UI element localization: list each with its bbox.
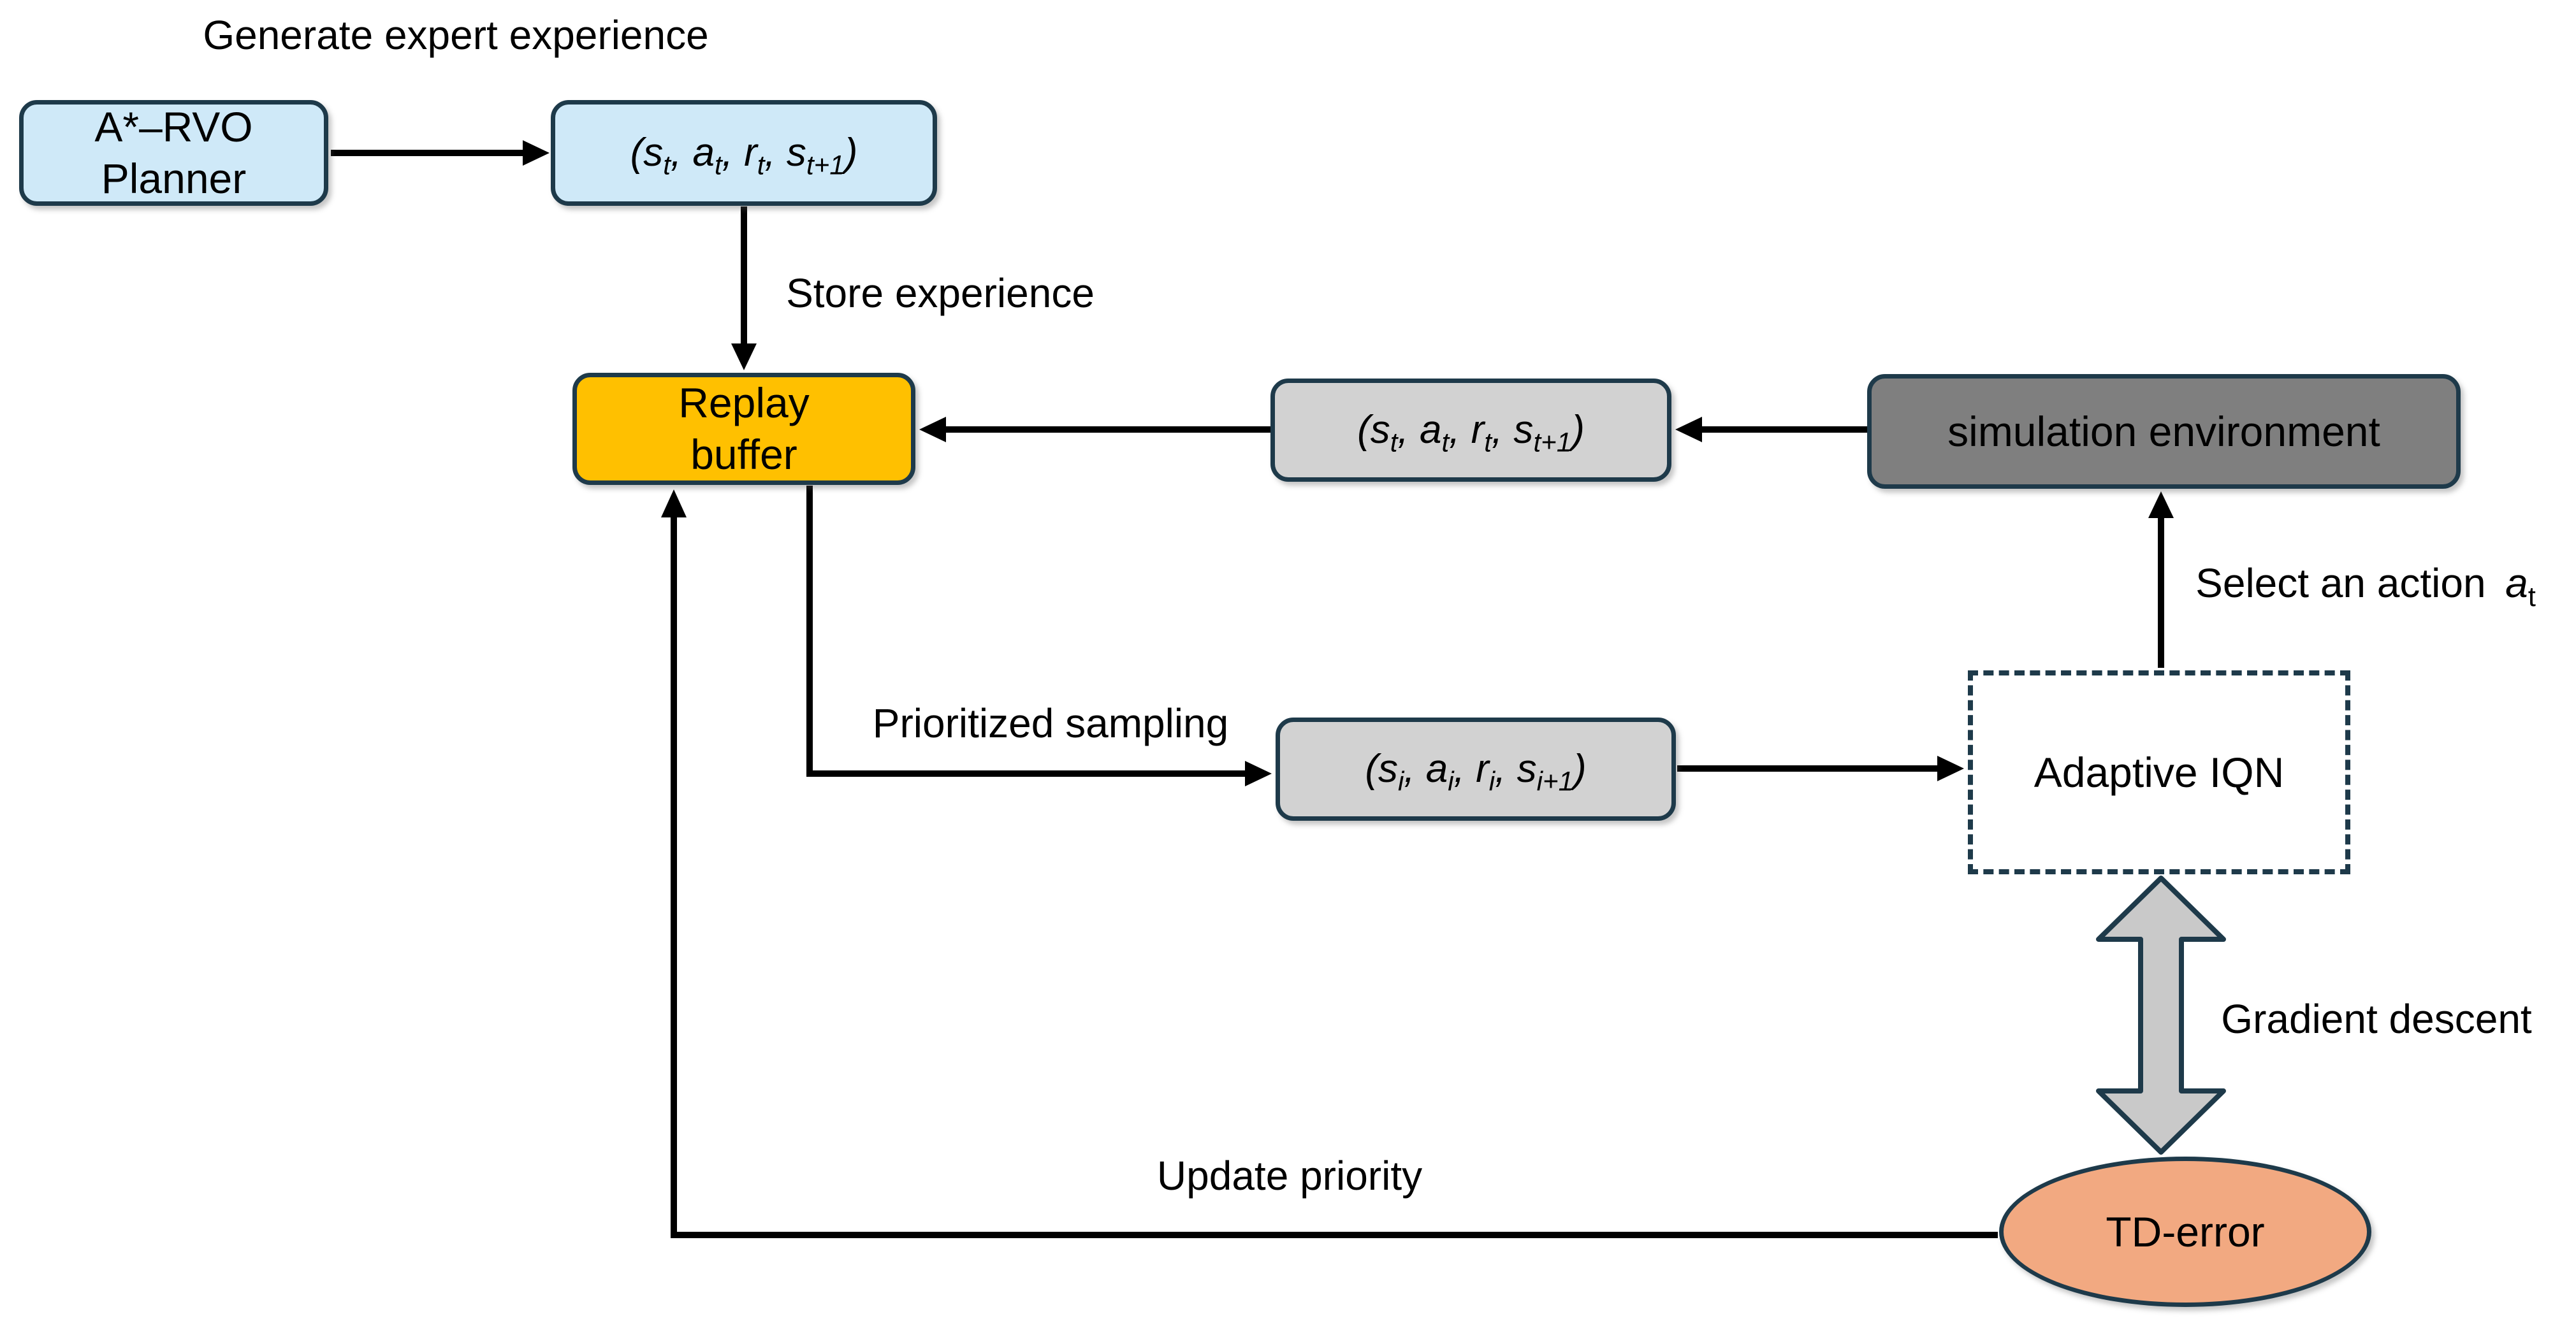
expert-tuple-box: (st, at, rt, st+1) <box>551 100 937 206</box>
td-error-ellipse: TD-error <box>1999 1157 2371 1307</box>
adaptive-iqn-box: Adaptive IQN <box>1968 670 2350 874</box>
double-arrow-gradient-descent <box>2096 876 2226 1155</box>
gradient-descent-label: Gradient descent <box>2221 996 2532 1042</box>
arrow-update-priority <box>661 489 1998 1238</box>
simulation-environment-text: simulation environment <box>1947 407 2380 455</box>
replay-line1: Replay <box>678 379 810 427</box>
simulation-environment-box: simulation environment <box>1867 374 2461 489</box>
select-action-var: a <box>2505 560 2528 606</box>
select-action-text: Select an action <box>2195 560 2486 606</box>
generate-expert-experience-label: Generate expert experience <box>203 12 709 58</box>
expert-tuple-text: (st, at, rt, st+1) <box>630 131 858 180</box>
arrow-env-tuple-to-replay <box>919 417 1270 442</box>
astar-rvo-planner-box: A*–RVO Planner <box>19 100 328 206</box>
select-action-sub: t <box>2528 581 2536 612</box>
arrow-prioritized-sampling <box>806 486 1272 786</box>
prioritized-sampling-label: Prioritized sampling <box>872 700 1229 746</box>
planner-line1: A*–RVO <box>94 103 253 151</box>
replay-line2: buffer <box>690 431 797 478</box>
update-priority-label: Update priority <box>1156 1153 1423 1199</box>
arrow-store-experience <box>731 206 757 370</box>
select-action-label: Select an action at <box>2174 559 2557 611</box>
planner-line2: Planner <box>101 155 247 202</box>
sampled-tuple-box: (si, ai, ri, si+1) <box>1276 718 1676 821</box>
replay-buffer-box: Replay buffer <box>572 373 915 485</box>
arrow-sim-to-env-tuple <box>1675 417 1867 442</box>
store-experience-label: Store experience <box>786 270 1095 316</box>
adaptive-iqn-text: Adaptive IQN <box>2034 748 2285 796</box>
env-tuple-text: (st, at, rt, st+1) <box>1357 408 1585 458</box>
arrow-planner-to-expert-tuple <box>331 140 549 166</box>
sampled-tuple-text: (si, ai, ri, si+1) <box>1365 747 1587 797</box>
env-tuple-box: (st, at, rt, st+1) <box>1270 379 1671 482</box>
arrow-select-action <box>2148 491 2174 668</box>
td-error-text: TD-error <box>2106 1208 2265 1255</box>
arrow-sampled-tuple-to-iqn <box>1677 756 1964 781</box>
